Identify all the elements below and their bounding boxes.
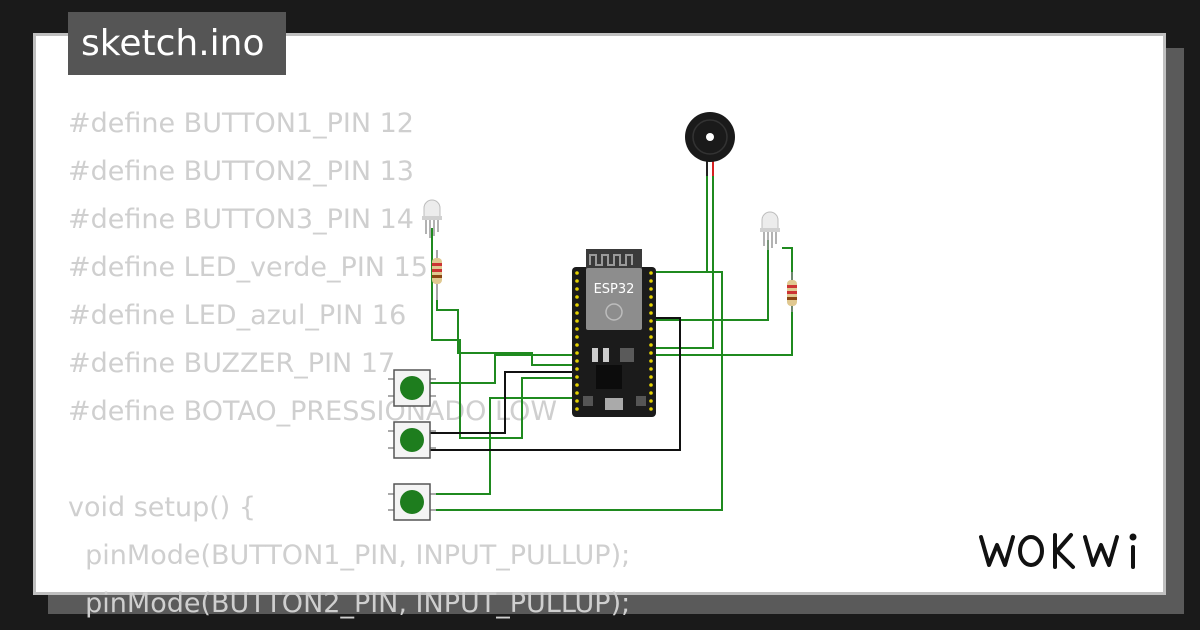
push-button-3[interactable]	[388, 483, 436, 521]
code-line: pinMode(BUTTON1_PIN, INPUT_PULLUP);	[68, 540, 631, 571]
black-wires	[430, 317, 681, 451]
code-line: pinMode(BUTTON2_PIN, INPUT_PULLUP);	[68, 588, 631, 619]
rgb-led-right[interactable]	[760, 211, 780, 250]
green-wires	[430, 172, 793, 511]
header-pins	[575, 271, 653, 411]
code-line: #define BUTTON3_PIN 14	[68, 204, 414, 235]
code-line: #define LED_verde_PIN 15	[68, 252, 428, 283]
code-line: #define BUTTON2_PIN 13	[68, 156, 414, 187]
push-button-2[interactable]	[388, 421, 436, 459]
buzzer[interactable]	[685, 112, 735, 176]
rgb-led-left[interactable]	[422, 199, 442, 238]
wokwi-logo	[979, 533, 1137, 569]
resistor-left[interactable]	[432, 250, 442, 300]
code-line: #define BUTTON1_PIN 12	[68, 108, 414, 139]
code-line: #define LED_azul_PIN 16	[68, 300, 407, 331]
code-editor-text: #define BUTTON1_PIN 12 #define BUTTON2_P…	[68, 100, 630, 628]
esp32-board[interactable]: ESP32	[572, 249, 656, 417]
resistor-right[interactable]	[787, 272, 797, 312]
push-button-1[interactable]	[388, 369, 436, 407]
code-line: #define BUZZER_PIN 17	[68, 348, 396, 379]
file-tab[interactable]: sketch.ino	[68, 12, 286, 75]
code-line: void setup() {	[68, 492, 257, 523]
board-label: ESP32	[594, 282, 635, 297]
